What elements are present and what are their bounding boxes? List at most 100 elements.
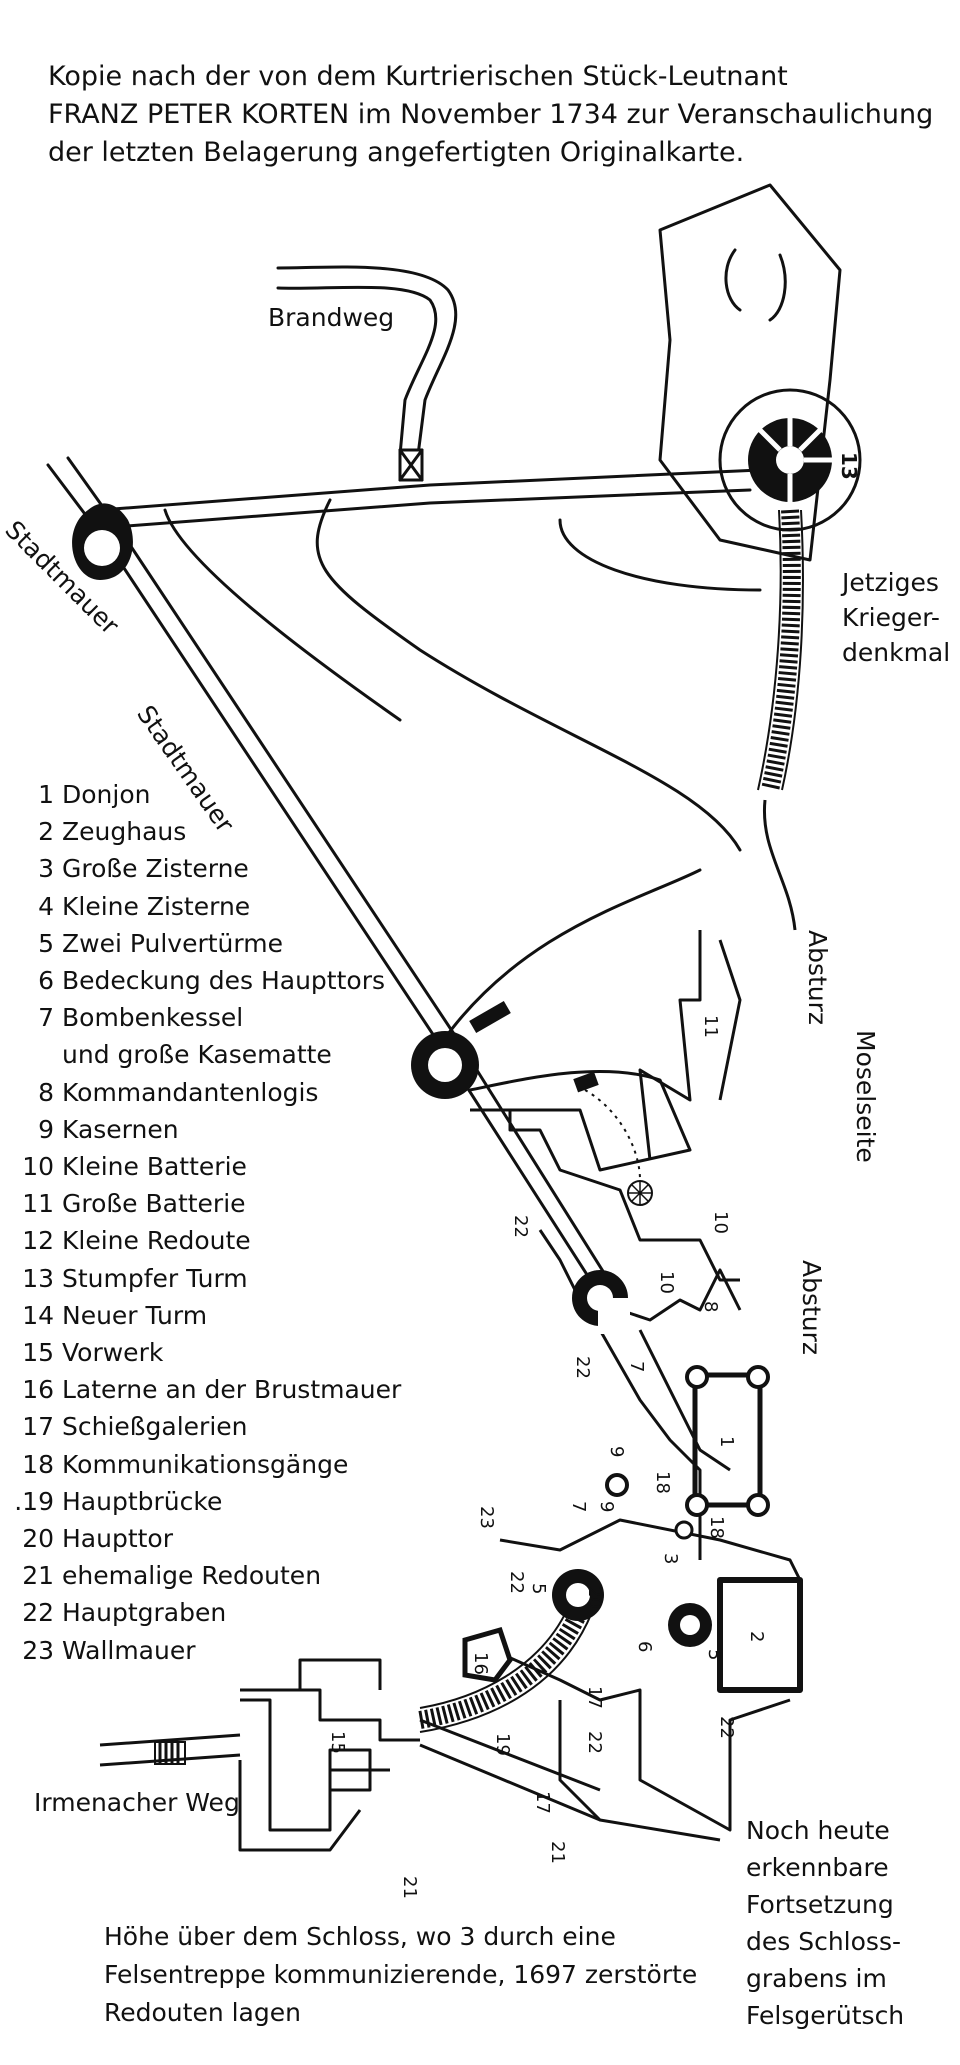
legend-item: und große Kasematte <box>14 1036 401 1073</box>
legend-item-number: 13 <box>22 1263 54 1293</box>
map-num-22c: 22 <box>506 1571 527 1594</box>
tower-5 <box>668 1603 712 1647</box>
caption-line-2: FRANZ PETER KORTEN im November 1734 zur … <box>48 99 934 130</box>
legend-item-number: 9 <box>38 1114 54 1144</box>
legend-item-number: 6 <box>38 966 54 996</box>
map-num-12: 12 <box>433 1052 457 1080</box>
noch-heute-line-4: des Schloss- <box>746 1927 901 1956</box>
hatched-wall-east <box>761 509 801 792</box>
legend-item-label: Vorwerk <box>62 1338 164 1368</box>
label-irmenacher-weg: Irmenacher Weg <box>34 1788 240 1817</box>
legend-item-number: 17 <box>22 1412 54 1442</box>
legend-item: 4 Kleine Zisterne <box>14 888 401 925</box>
legend-item-number: 14 <box>22 1300 54 1330</box>
noch-heute-line-5: grabens im <box>746 1964 887 1993</box>
map-num-5a: 5 <box>528 1583 549 1594</box>
legend-item-label: Wallmauer <box>62 1635 196 1665</box>
legend-item: 17 Schießgalerien <box>14 1408 401 1445</box>
legend-item-number: 22 <box>22 1598 54 1628</box>
map-num-5b: 5 <box>704 1649 725 1660</box>
map-num-18b: 18 <box>706 1516 727 1539</box>
legend-item-label: ehemalige Redouten <box>62 1561 322 1591</box>
map-num-13: 13 <box>837 452 861 480</box>
legend-item-number: 4 <box>38 891 54 921</box>
map-num-21b: 21 <box>547 1841 568 1864</box>
zeughaus <box>717 1577 803 1693</box>
legend-item-label: Große Batterie <box>62 1189 246 1219</box>
map-num-3: 3 <box>660 1553 681 1564</box>
legend-item: 8 Kommandantenlogis <box>14 1074 401 1111</box>
legend-item-label: Kasernen <box>62 1114 179 1144</box>
upper-curve-lower <box>438 868 702 1047</box>
stumpfer-turm-bastion <box>658 183 842 562</box>
tower-20 <box>552 1569 604 1621</box>
legend-item-label: Haupttor <box>62 1524 174 1554</box>
tower-12 <box>411 1031 479 1099</box>
upper-curve-mid <box>315 498 742 852</box>
map-num-15: 15 <box>327 1731 348 1754</box>
legend-item-number: 23 <box>22 1635 54 1665</box>
legend-item: 14 Neuer Turm <box>14 1297 401 1334</box>
legend-item-number: 2 <box>38 817 54 847</box>
legend-item-number: 18 <box>22 1449 54 1479</box>
city-wall-inner <box>66 456 618 1294</box>
map-num-17a: 17 <box>584 1686 605 1709</box>
legend-item: 13 Stumpfer Turm <box>14 1260 401 1297</box>
legend-item-number: 10 <box>22 1152 54 1182</box>
south-rampart <box>499 1518 802 1581</box>
caption-line-1: Kopie nach der von dem Kurtrierischen St… <box>48 61 788 92</box>
map-num-17b: 17 <box>532 1791 553 1814</box>
brandweg-road-edge <box>276 285 438 457</box>
legend-item-label: und große Kasematte <box>62 1040 332 1070</box>
map-num-21a: 21 <box>399 1876 420 1899</box>
donjon <box>692 1372 763 1508</box>
legend-item-number: 12 <box>22 1226 54 1256</box>
upper-curve-left <box>163 508 402 722</box>
donjon-corner-towers <box>605 1365 770 1517</box>
brandweg-road <box>276 265 458 457</box>
legend-item-label: Stumpfer Turm <box>62 1263 248 1293</box>
laterne-16 <box>462 1626 513 1683</box>
upper-curve-right <box>558 518 762 592</box>
legend-item-label: Hauptgraben <box>62 1598 227 1628</box>
legend-item-number: 8 <box>38 1077 54 1107</box>
absturz-line <box>638 930 702 1161</box>
noch-heute-line-2: erkennbare <box>746 1853 889 1882</box>
map-num-22a: 22 <box>510 1215 531 1238</box>
map-num-22b: 22 <box>572 1356 593 1379</box>
legend-item-label: Bombenkessel <box>62 1003 244 1033</box>
bastion-inner-curve-1 <box>724 248 742 312</box>
hoehe-line-1: Höhe über dem Schloss, wo 3 durch eine <box>104 1922 616 1951</box>
map-num-8: 8 <box>700 1301 721 1312</box>
redoute-12-walls <box>469 1069 692 1172</box>
east-edge <box>762 799 797 931</box>
legend-item-label: Große Zisterne <box>62 854 249 884</box>
vorwerk <box>240 1688 420 1742</box>
label-jetziges-line-2: Krieger- <box>842 603 940 632</box>
legend-item-number: 5 <box>38 928 54 958</box>
hoehe-line-3: Redouten lagen <box>104 1998 301 2027</box>
hoehe-line-2: Felsentreppe kommunizierende, 1697 zerst… <box>104 1960 698 1989</box>
upper-rampart <box>98 468 762 512</box>
tower-c <box>572 1270 630 1334</box>
legend-item-label: Kommandantenlogis <box>62 1077 319 1107</box>
dotted-path <box>584 1089 641 1181</box>
label-brandweg: Brandweg <box>268 303 395 332</box>
legend-item-number: 16 <box>22 1375 54 1405</box>
legend-item-label: Neuer Turm <box>62 1300 208 1330</box>
map-num-11: 11 <box>700 1015 721 1038</box>
legend-item-label: Kleine Zisterne <box>62 891 251 921</box>
legend-item-label: Schießgalerien <box>62 1412 248 1442</box>
hauptbruecke-19 <box>418 1606 589 1729</box>
